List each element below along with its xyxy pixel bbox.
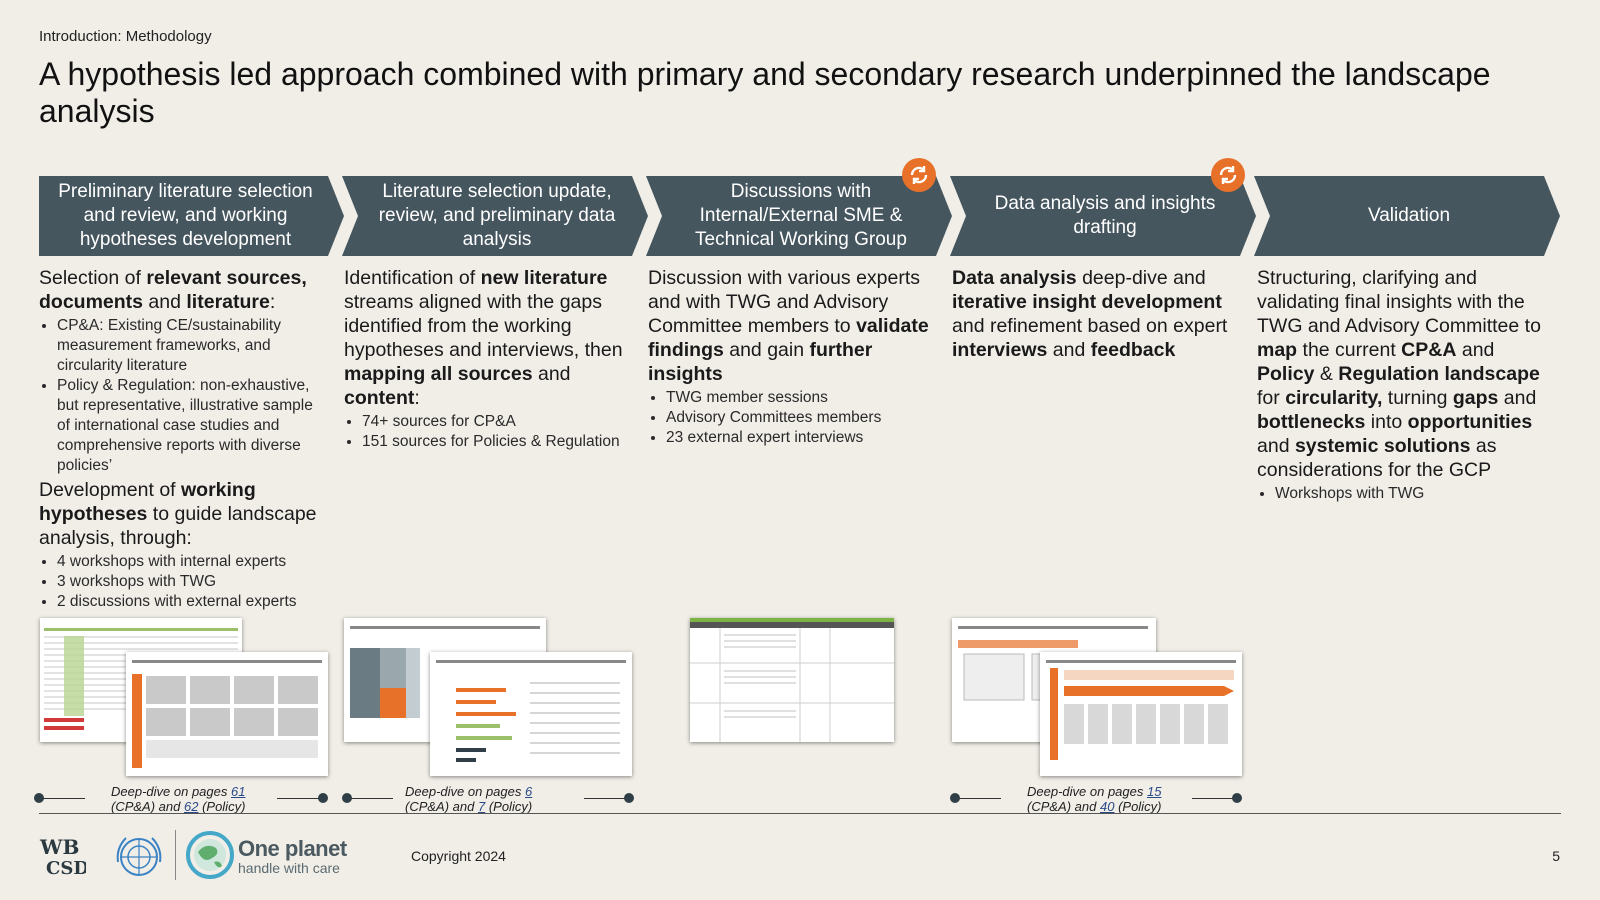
deep-dive-caption: Deep-dive on pages 15 (CP&A) and 40 (Pol… [1027,784,1162,814]
iterate-icon [902,158,936,192]
page-link[interactable]: 15 [1146,784,1162,799]
page-thumbnail [126,652,328,776]
svg-text:CSD: CSD [46,858,86,878]
page-title: A hypothesis led approach combined with … [39,56,1491,129]
step-discussions: Discussions with Internal/External SME &… [646,176,952,256]
col3-text: Discussion with various experts and with… [648,267,929,385]
list-item: 3 workshops with TWG [57,572,329,592]
page-link[interactable]: 6 [524,784,533,799]
col5-list: Workshops with TWG [1257,484,1547,504]
wbcsd-logo-mark: WB CSD [39,835,89,879]
step-label: Preliminary literature selection and rev… [58,181,313,250]
connector-dot [318,793,328,803]
logo-separator [175,830,176,880]
list-item: 23 external expert interviews [666,428,938,448]
connector-dot [34,793,44,803]
one-planet-tagline: handle with care [238,860,340,876]
step-label: Data analysis and insights drafting [994,193,1216,238]
column-preliminary: Selection of relevant sources, documents… [39,266,329,614]
page-thumbnail [430,652,632,776]
list-item: Workshops with TWG [1275,484,1547,504]
list-item: CP&A: Existing CE/sustainability measure… [57,316,329,376]
col1-hypotheses: Development of working hypotheses to gui… [39,479,317,549]
page-link[interactable]: 40 [1099,799,1115,814]
page-link[interactable]: 7 [477,799,486,814]
col2-text: Identification of new literature streams… [344,267,623,409]
column-literature-update: Identification of new literature streams… [344,266,634,454]
list-item: TWG member sessions [666,388,938,408]
connector-line [277,798,323,799]
connector-line [39,798,85,799]
connector-line [1192,798,1238,799]
col1-sources-list: CP&A: Existing CE/sustainability measure… [39,316,329,476]
list-item: 74+ sources for CP&A [362,412,634,432]
one-planet-globe-icon [186,830,234,885]
footer-divider [39,813,1561,814]
col5-text: Structuring, clarifying and validating f… [1257,267,1541,481]
process-flow: Preliminary literature selection and rev… [0,176,1600,256]
page-link[interactable]: 61 [230,784,246,799]
page-thumbnail [1040,652,1242,776]
step-literature-update: Literature selection update, review, and… [342,176,648,256]
connector-dot [1232,793,1242,803]
section-kicker: Introduction: Methodology [39,28,212,45]
page-link[interactable]: 62 [183,799,199,814]
connector-line [584,798,630,799]
deep-dive-caption: Deep-dive on pages 61 (CP&A) and 62 (Pol… [111,784,246,814]
column-discussions: Discussion with various experts and with… [648,266,938,450]
col2-list: 74+ sources for CP&A 151 sources for Pol… [344,412,634,452]
iterate-icon [1211,158,1245,192]
list-item: Advisory Committees members [666,408,938,428]
one-planet-title: One planet [238,836,347,861]
step-label: Discussions with Internal/External SME &… [695,181,907,250]
copyright: Copyright 2024 [411,848,506,864]
list-item: Policy & Regulation: non-exhaustive, but… [57,376,329,476]
connector-line [347,798,393,799]
connector-dot [950,793,960,803]
list-item: 2 discussions with external experts [57,592,329,612]
wbcsd-logo: WB CSD [38,830,89,880]
page-thumbnail [690,618,894,742]
step-label: Validation [1367,205,1451,226]
svg-text:WB: WB [39,835,79,859]
connector-dot [624,793,634,803]
connector-line [955,798,1001,799]
deep-dive-caption: Deep-dive on pages 6 (CP&A) and 7 (Polic… [405,784,533,814]
step-literature-selection: Preliminary literature selection and rev… [39,176,344,256]
col3-list: TWG member sessions Advisory Committees … [648,388,938,448]
step-label: Literature selection update, review, and… [378,181,616,250]
col4-text: Data analysis deep-dive and iterative in… [952,267,1228,361]
page-number: 5 [1552,848,1560,864]
step-validation: Validation [1254,176,1560,256]
column-data-analysis: Data analysis deep-dive and iterative in… [952,266,1242,362]
step-data-analysis: Data analysis and insights drafting [950,176,1256,256]
col1-intro: Selection of relevant sources, documents… [39,267,307,313]
list-item: 151 sources for Policies & Regulation [362,432,634,452]
un-emblem-icon [112,832,166,887]
connector-dot [342,793,352,803]
col1-workshops-list: 4 workshops with internal experts 3 work… [39,552,329,612]
column-validation: Structuring, clarifying and validating f… [1257,266,1547,506]
list-item: 4 workshops with internal experts [57,552,329,572]
